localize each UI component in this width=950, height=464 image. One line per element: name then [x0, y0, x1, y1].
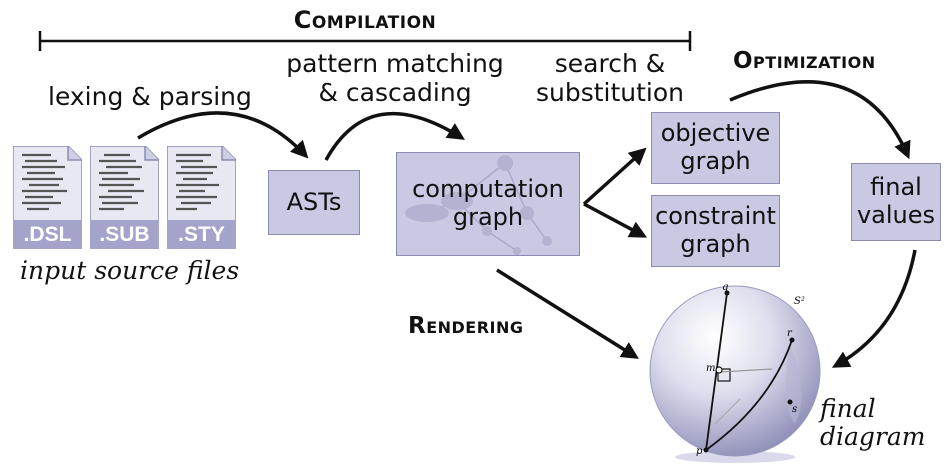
lexing-parsing-label: lexing & parsing — [48, 82, 252, 111]
file-ext-sty: .STY — [178, 223, 225, 246]
search-substitution-label-2: substitution — [535, 78, 685, 107]
final-values-node: final values — [851, 163, 941, 241]
point-label-m: m — [706, 363, 715, 374]
compilation-title: Compilation — [293, 6, 437, 34]
arrow-optimization — [729, 80, 911, 160]
file-ext-dsl: .DSL — [23, 223, 72, 246]
constraint-graph-label-2: graph — [680, 230, 751, 258]
objective-graph-node: objective graph — [651, 112, 780, 184]
arrow-computation-to-constraint — [583, 202, 648, 238]
pattern-matching-label-1: pattern matching — [286, 49, 504, 78]
asts-node: ASTs — [268, 170, 360, 235]
file-icon-dsl: .DSL — [13, 146, 82, 249]
constraint-graph-node: constraint graph — [651, 195, 780, 267]
objective-graph-label-2: graph — [680, 147, 751, 175]
arrow-values-to-diagram — [831, 249, 917, 368]
final-diagram-caption-2: diagram — [820, 422, 926, 451]
point-label-s: s — [792, 404, 797, 415]
computation-graph-label-1: computation — [412, 175, 564, 204]
search-substitution-label-1: search & — [554, 49, 666, 78]
pattern-matching-label-2: & cascading — [318, 78, 472, 107]
arrow-files-to-asts — [137, 111, 309, 159]
file-icon-sub: .SUB — [90, 146, 159, 249]
space-label-s2: S² — [794, 296, 805, 307]
file-icon-sty: .STY — [167, 146, 236, 249]
compilation-bracket — [38, 31, 692, 51]
arrow-rendering — [496, 268, 639, 359]
graph-watermark-icon — [405, 155, 552, 255]
rendering-title: Rendering — [408, 313, 524, 339]
computation-graph-node: computation graph — [396, 152, 580, 256]
file-ext-sub: .SUB — [99, 223, 150, 246]
final-values-label-2: values — [856, 201, 936, 229]
arrow-computation-to-objective — [582, 147, 647, 206]
final-diagram-sphere: q r m s p S² — [649, 284, 821, 463]
input-files-caption: input source files — [20, 256, 240, 285]
constraint-graph-label-1: constraint — [655, 202, 776, 231]
final-diagram-caption-1: final — [820, 394, 876, 423]
optimization-title: Optimization — [733, 48, 876, 74]
point-label-q: q — [722, 284, 728, 293]
final-values-label-1: final — [870, 173, 922, 202]
asts-label: ASTs — [286, 187, 342, 216]
arrow-asts-to-computation — [324, 111, 465, 161]
computation-graph-label-2: graph — [452, 203, 524, 231]
objective-graph-label-1: objective — [660, 119, 771, 148]
point-label-r: r — [787, 328, 793, 339]
point-label-p: p — [696, 446, 703, 457]
